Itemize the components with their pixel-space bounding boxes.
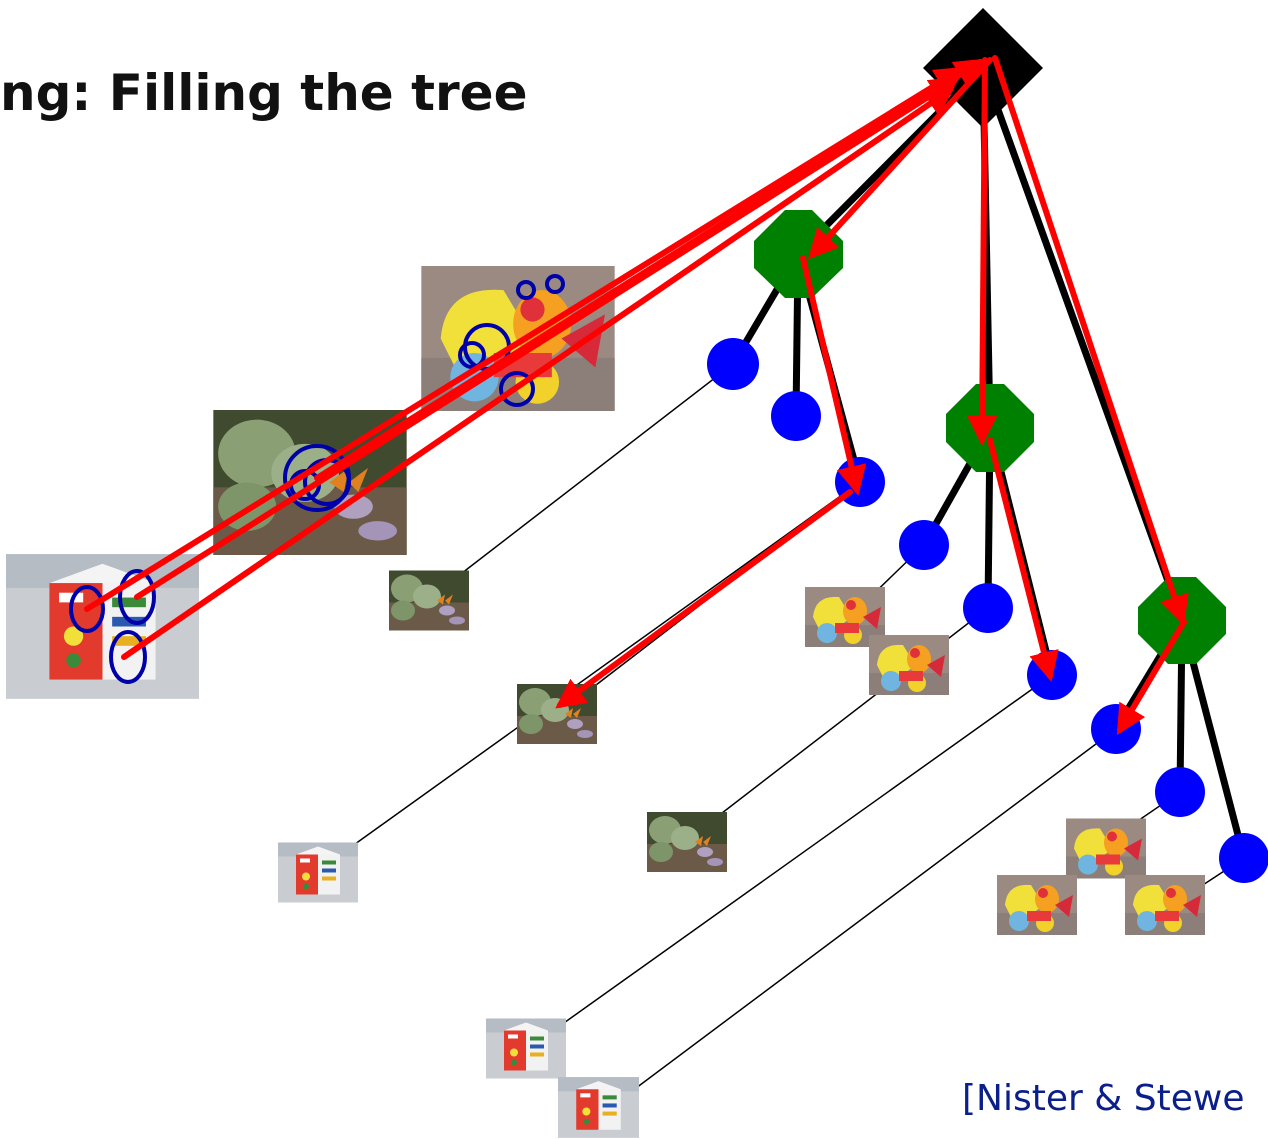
leaf-node	[899, 520, 949, 570]
toy-duck-thumbnail	[997, 875, 1077, 935]
descriptor-path	[84, 66, 966, 612]
garden-thumbnail	[517, 684, 597, 744]
garden-thumbnail	[647, 812, 727, 872]
toy-duck-thumbnail	[1066, 818, 1146, 879]
feature-ellipse	[499, 371, 535, 407]
descriptor-path	[987, 437, 1059, 682]
internal-node	[946, 384, 1034, 472]
descriptor-path	[314, 58, 986, 481]
feature-ellipse	[109, 630, 147, 684]
inverted-file-link	[539, 674, 1053, 1041]
brio-box-thumbnail	[558, 1077, 639, 1138]
descriptor-path	[967, 57, 998, 446]
feature-ellipse	[458, 341, 486, 369]
descriptor-paths	[84, 55, 1189, 736]
brio-box-thumbnail	[278, 842, 358, 903]
feature-ellipse	[69, 585, 105, 633]
citation: [Nister & Stewe	[962, 1078, 1245, 1119]
leaf-node	[1155, 767, 1205, 817]
toy-duck-thumbnail	[1125, 875, 1205, 935]
leaf-node	[707, 338, 759, 390]
slide-title: ng: Filling the tree	[0, 64, 528, 122]
leaf-node	[1219, 833, 1268, 883]
garden-thumbnail	[389, 570, 469, 631]
toy-duck-thumbnail	[869, 635, 949, 695]
descriptor-path	[800, 255, 867, 496]
brio-box-thumbnail	[486, 1018, 566, 1079]
feature-ellipse	[545, 274, 565, 294]
inverted-file-link	[619, 728, 1117, 1101]
feature-ellipse	[516, 280, 536, 300]
descriptor-path	[992, 55, 1189, 626]
descriptor-path	[121, 86, 955, 660]
leaf-node	[771, 391, 821, 441]
descriptor-path	[555, 489, 853, 709]
descriptor-path	[807, 57, 993, 260]
inverted-file-link	[329, 481, 861, 863]
leaf-node	[963, 583, 1013, 633]
inverted-file-link	[439, 363, 734, 591]
descriptor-path	[1116, 619, 1187, 736]
feature-ellipse	[118, 569, 156, 625]
